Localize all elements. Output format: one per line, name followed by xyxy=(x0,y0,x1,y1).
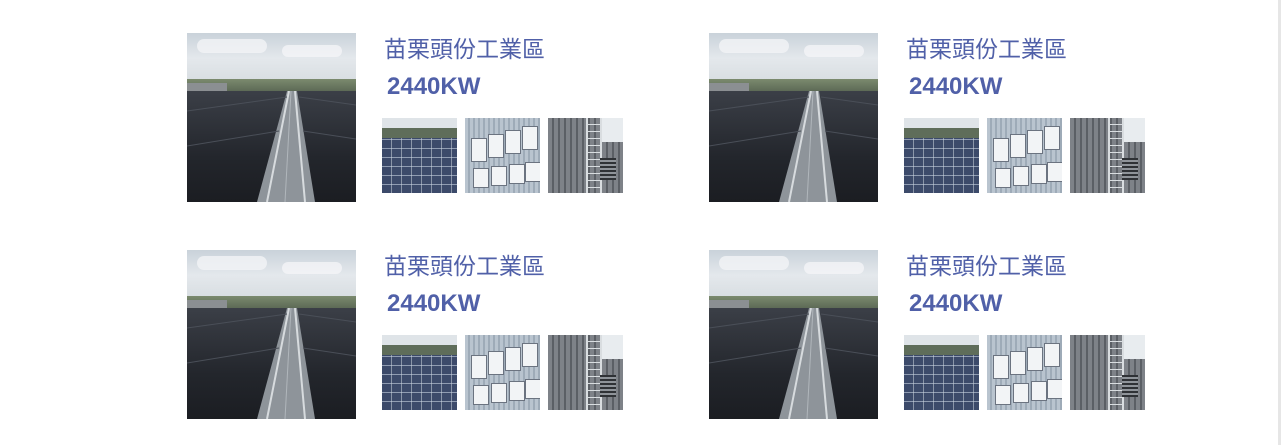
inverter-box xyxy=(1010,351,1026,375)
inverter-box xyxy=(471,138,487,162)
inverter-box xyxy=(993,138,1009,162)
thumb-panel-grid xyxy=(904,355,979,410)
solar-panels-thumbnail[interactable] xyxy=(382,335,457,410)
inverter-box xyxy=(509,381,525,401)
inverter-box xyxy=(522,343,538,367)
project-card[interactable]: 苗栗頭份工業區 2440KW xyxy=(187,33,647,203)
scrollbar-track[interactable] xyxy=(1278,0,1281,445)
thumb-ladder xyxy=(1108,118,1124,193)
inverter-box xyxy=(1047,162,1062,182)
inverter-box xyxy=(1013,383,1029,403)
inverter-box xyxy=(1031,164,1047,184)
inverter-boxes-thumbnail[interactable] xyxy=(465,335,540,410)
photo-hills xyxy=(709,296,878,308)
project-title: 苗栗頭份工業區 xyxy=(384,37,545,63)
inverter-box xyxy=(505,130,521,154)
solar-panels-thumbnail[interactable] xyxy=(904,335,979,410)
thumb-ladder xyxy=(1108,335,1124,410)
thumb-vent xyxy=(600,158,616,180)
thumb-vent xyxy=(1122,158,1138,180)
inverter-box xyxy=(525,379,540,399)
project-card[interactable]: 苗栗頭份工業區 2440KW xyxy=(709,250,1169,420)
inverter-box xyxy=(491,383,507,403)
inverter-box xyxy=(505,347,521,371)
project-capacity: 2440KW xyxy=(909,290,1003,317)
inverter-box xyxy=(1013,166,1029,186)
photo-cloud xyxy=(719,39,789,53)
thumb-hill xyxy=(382,128,457,138)
walkway-graphic xyxy=(187,308,356,419)
ladder-wall-thumbnail[interactable] xyxy=(1070,118,1145,193)
inverter-box xyxy=(1010,134,1026,158)
thumb-vent xyxy=(1122,375,1138,397)
project-capacity: 2440KW xyxy=(909,73,1003,100)
thumb-panel-grid xyxy=(904,138,979,193)
solar-panels-thumbnail[interactable] xyxy=(382,118,457,193)
thumb-ladder xyxy=(586,118,602,193)
photo-cloud xyxy=(282,45,342,57)
inverter-boxes-thumbnail[interactable] xyxy=(987,335,1062,410)
thumb-hill xyxy=(904,345,979,355)
inverter-box xyxy=(509,164,525,184)
inverter-box xyxy=(1027,347,1043,371)
inverter-box xyxy=(995,168,1011,188)
rooftop-solar-array-photo[interactable] xyxy=(709,33,878,202)
thumb-sky xyxy=(601,335,623,359)
photo-hills xyxy=(187,296,356,308)
inverter-box xyxy=(473,385,489,405)
photo-cloud xyxy=(719,256,789,270)
photo-cloud xyxy=(197,256,267,270)
thumb-vent xyxy=(600,375,616,397)
walkway-graphic xyxy=(709,308,878,419)
inverter-box xyxy=(488,134,504,158)
ladder-wall-thumbnail[interactable] xyxy=(548,335,623,410)
inverter-box xyxy=(491,166,507,186)
inverter-box xyxy=(488,351,504,375)
thumb-panel-grid xyxy=(382,138,457,193)
inverter-box xyxy=(473,168,489,188)
walkway-graphic xyxy=(187,91,356,202)
project-card[interactable]: 苗栗頭份工業區 2440KW xyxy=(187,250,647,420)
project-title: 苗栗頭份工業區 xyxy=(906,254,1067,280)
thumb-sky xyxy=(1123,118,1145,142)
solar-panels-thumbnail[interactable] xyxy=(904,118,979,193)
rooftop-solar-array-photo[interactable] xyxy=(187,33,356,202)
rooftop-solar-array-photo[interactable] xyxy=(709,250,878,419)
inverter-box xyxy=(1044,126,1060,150)
inverter-box xyxy=(1027,130,1043,154)
thumb-panel-grid xyxy=(382,355,457,410)
inverter-box xyxy=(1031,381,1047,401)
inverter-box xyxy=(1047,379,1062,399)
inverter-boxes-thumbnail[interactable] xyxy=(987,118,1062,193)
photo-cloud xyxy=(804,45,864,57)
inverter-box xyxy=(471,355,487,379)
ladder-wall-thumbnail[interactable] xyxy=(1070,335,1145,410)
thumb-sky xyxy=(601,118,623,142)
project-capacity: 2440KW xyxy=(387,73,481,100)
inverter-box xyxy=(522,126,538,150)
project-card[interactable]: 苗栗頭份工業區 2440KW xyxy=(709,33,1169,203)
inverter-box xyxy=(995,385,1011,405)
inverter-box xyxy=(993,355,1009,379)
inverter-box xyxy=(1044,343,1060,367)
thumb-ladder xyxy=(586,335,602,410)
project-title: 苗栗頭份工業區 xyxy=(906,37,1067,63)
walkway-graphic xyxy=(709,91,878,202)
inverter-boxes-thumbnail[interactable] xyxy=(465,118,540,193)
rooftop-solar-array-photo[interactable] xyxy=(187,250,356,419)
thumb-sky xyxy=(1123,335,1145,359)
photo-hills xyxy=(709,79,878,91)
photo-cloud xyxy=(197,39,267,53)
thumb-hill xyxy=(904,128,979,138)
ladder-wall-thumbnail[interactable] xyxy=(548,118,623,193)
thumb-hill xyxy=(382,345,457,355)
photo-cloud xyxy=(804,262,864,274)
photo-hills xyxy=(187,79,356,91)
inverter-box xyxy=(525,162,540,182)
project-title: 苗栗頭份工業區 xyxy=(384,254,545,280)
photo-cloud xyxy=(282,262,342,274)
project-capacity: 2440KW xyxy=(387,290,481,317)
